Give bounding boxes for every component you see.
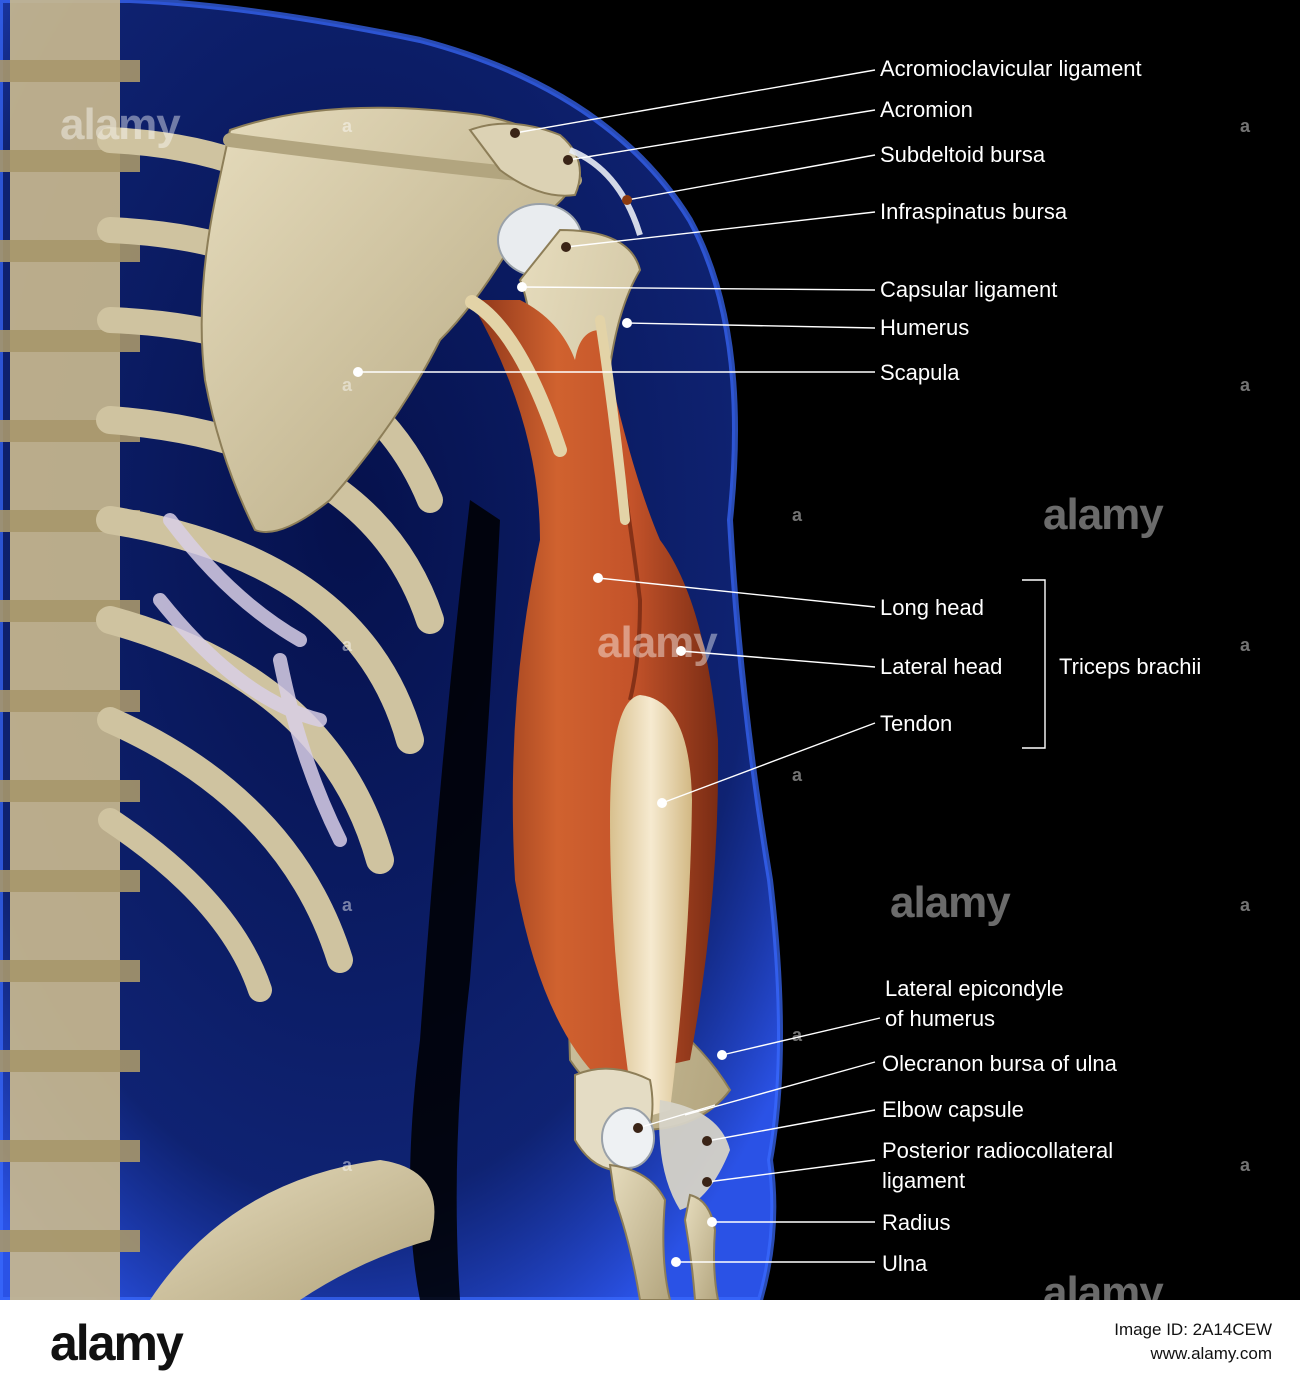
label-lateral-epicondyle-line1: Lateral epicondyle [885,976,1064,1001]
dot-acromion [563,155,573,165]
watermark-glyph: a [342,116,353,136]
leader-olecranon-bursa [637,1104,716,1129]
footer-id-block: Image ID: 2A14CEW www.alamy.com [1114,1318,1272,1366]
dot-tendon [657,798,667,808]
label-acromion: Acromion [880,97,973,122]
footer-site: www.alamy.com [1150,1344,1272,1363]
leader-elbow-capsule [706,1109,876,1142]
leader-subdeltoid [626,154,876,201]
dot-infraspinatus [561,242,571,252]
leader-olecranon [684,1061,876,1116]
watermark: alamy [890,878,1011,927]
pelvis [150,1160,435,1300]
watermark: alamy [60,100,181,149]
dot-humerus [622,318,632,328]
dot-subdeltoid [622,195,632,205]
watermark-glyph: a [792,765,803,785]
label-olecranon-bursa: Olecranon bursa of ulna [882,1051,1117,1076]
leader-posterior-ligament [706,1159,876,1183]
dot-ulna [671,1257,681,1267]
leader-acromion [567,109,876,161]
label-scapula: Scapula [880,360,960,385]
watermark-glyph: a [1240,116,1251,136]
leader-lateral-epicondyle [721,1017,881,1056]
dot-scapula [353,367,363,377]
label-capsular-ligament: Capsular ligament [880,277,1058,302]
leader-acromioclavicular [514,69,876,134]
scapula [200,106,582,533]
dot-olecranon [633,1123,643,1133]
label-humerus: Humerus [880,315,970,340]
label-acromioclavicular-ligament: Acromioclavicular ligament [880,56,1142,81]
watermark: alamy [1043,490,1164,539]
watermark-glyph: a [342,895,353,915]
label-posterior-radiocollateral-line1: Posterior radiocollateral [882,1138,1114,1163]
footer-logo: alamy [50,1315,184,1371]
costal-cartilage [153,513,347,847]
watermark-glyph: a [342,1155,353,1175]
label-triceps-brachii: Triceps brachii [1059,654,1202,679]
leader-infraspinatus [565,211,876,248]
leader-capsular [521,286,876,291]
leader-lines [358,69,1046,1263]
dot-long-head [593,573,603,583]
torso-edge-shadow [410,500,500,1300]
elbow-capsule-shape [659,1100,730,1210]
dot-lateral-epicondyle [717,1050,727,1060]
watermark: alamy [1043,1268,1164,1300]
watermark-glyph: a [342,375,353,395]
label-elbow-capsule: Elbow capsule [882,1097,1024,1122]
acromion-bone [468,122,581,197]
leader-long-head [597,577,876,608]
watermark: alamy [597,618,718,667]
label-radius: Radius [882,1210,951,1235]
olecranon-bursa-shape [601,1107,655,1169]
watermark-glyph: a [792,505,803,525]
watermark-glyph: a [342,635,353,655]
anatomy-figure: Acromioclavicular ligament Acromion Subd… [0,0,1251,1300]
ulna-bone [608,1163,672,1300]
subdeltoid-bursa-shape [568,147,643,236]
dot-radius [707,1217,717,1227]
stock-footer: alamy Image ID: 2A14CEW www.alamy.com [0,1300,1300,1390]
watermark-glyph: a [1240,375,1251,395]
dot-elbow-capsule [702,1136,712,1146]
long-head-origin-tendon [465,295,567,457]
label-subdeltoid-bursa: Subdeltoid bursa [880,142,1046,167]
triceps-tendon-shape [610,695,692,1120]
leader-tendon [661,722,876,804]
lateral-head-origin-tendon [595,315,630,525]
watermark-glyph: a [1240,635,1251,655]
dot-acromioclavicular [510,128,520,138]
dot-capsular [517,282,527,292]
label-infraspinatus-bursa: Infraspinatus bursa [880,199,1068,224]
dot-posterior-ligament [702,1177,712,1187]
triceps-bracket [1022,579,1046,749]
watermark-glyph: a [1240,895,1251,915]
anatomy-illustration [0,0,1046,1300]
label-posterior-radiocollateral-line2: ligament [882,1168,966,1193]
dot-lateral-head [676,646,686,656]
label-lateral-head: Lateral head [880,654,1003,679]
watermark-glyph: a [1240,1155,1251,1175]
spine [0,0,140,1300]
label-tendon: Tendon [880,711,953,736]
leader-lateral-head [680,650,876,668]
label-lateral-epicondyle-line2: of humerus [885,1006,996,1031]
leader-anchor-dots [353,128,727,1267]
footer-image-id: Image ID: 2A14CEW [1114,1320,1272,1339]
watermark-glyph: a [792,1025,803,1045]
label-ulna: Ulna [882,1251,928,1276]
leader-humerus [626,322,876,329]
label-long-head: Long head [880,595,984,620]
